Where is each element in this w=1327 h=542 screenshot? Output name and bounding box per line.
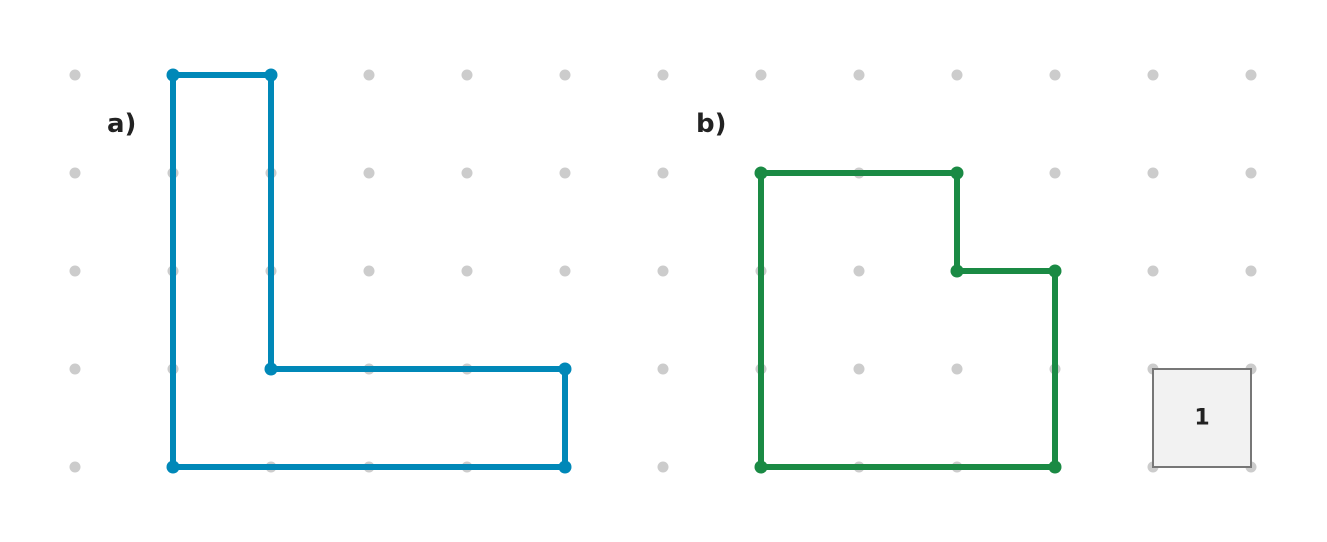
- shape-b-vertex: [1048, 264, 1062, 278]
- grid-dot: [1147, 167, 1159, 179]
- grid-dot: [1147, 265, 1159, 277]
- grid-dot: [559, 69, 571, 81]
- shape-a-vertex: [264, 362, 278, 376]
- grid-dot: [363, 167, 375, 179]
- grid-dot: [69, 363, 81, 375]
- shape-b-vertex: [1048, 460, 1062, 474]
- panel-label-a: a): [107, 109, 136, 139]
- grid-dot: [559, 167, 571, 179]
- grid-dot: [853, 265, 865, 277]
- grid-dot: [1147, 69, 1159, 81]
- grid-dot: [559, 265, 571, 277]
- shape-a-vertex: [264, 68, 278, 82]
- shape-a-vertex: [166, 460, 180, 474]
- grid-dot: [461, 69, 473, 81]
- grid-dot: [951, 69, 963, 81]
- unit-square-group: 1: [1152, 368, 1252, 468]
- grid-dot: [69, 69, 81, 81]
- shape-a-vertex: [558, 362, 572, 376]
- unit-square: [1152, 368, 1252, 468]
- grid-dot: [1049, 167, 1061, 179]
- shape-a-vertex: [166, 68, 180, 82]
- unit-square-label: 1: [1194, 406, 1209, 431]
- shape-b-vertex: [950, 264, 964, 278]
- grid-dot: [69, 461, 81, 473]
- shape-a-vertex: [558, 460, 572, 474]
- grid-dot: [69, 265, 81, 277]
- shape-b-vertex: [754, 460, 768, 474]
- grid-dot: [657, 461, 669, 473]
- shapes: [166, 68, 1062, 474]
- grid-dot: [461, 167, 473, 179]
- grid-dot: [1049, 69, 1061, 81]
- grid-dot: [853, 363, 865, 375]
- grid-dot: [69, 167, 81, 179]
- grid-dot: [657, 265, 669, 277]
- shape-b-vertex: [950, 166, 964, 180]
- grid-dot: [657, 167, 669, 179]
- grid-dot: [1245, 265, 1257, 277]
- grid-dot: [755, 69, 767, 81]
- grid-dot: [363, 265, 375, 277]
- grid-dot: [461, 265, 473, 277]
- grid-dot: [363, 69, 375, 81]
- grid-dot: [1245, 69, 1257, 81]
- shape-b-vertex: [754, 166, 768, 180]
- grid-dot: [657, 363, 669, 375]
- grid-dot: [1245, 167, 1257, 179]
- grid-dot: [951, 363, 963, 375]
- grid-dot: [853, 69, 865, 81]
- panel-label-b: b): [696, 109, 727, 139]
- grid-dot: [657, 69, 669, 81]
